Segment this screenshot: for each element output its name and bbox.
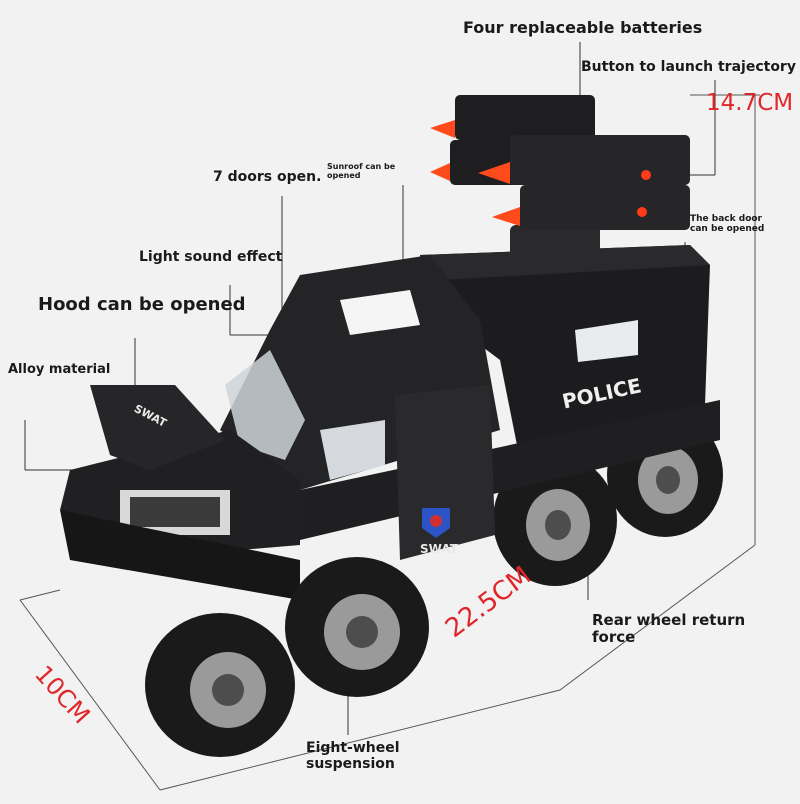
- front-wheels: [145, 557, 429, 757]
- doors-callout: 7 doors open.: [213, 169, 322, 185]
- swat-badge: [422, 508, 450, 538]
- missile-launcher: [430, 95, 690, 265]
- batteries-callout: Four replaceable batteries: [463, 18, 703, 37]
- sunroof-callout: Sunroof can be opened: [327, 162, 396, 181]
- vehicle-body: [60, 245, 720, 600]
- back-door-callout: The back door can be opened: [690, 214, 765, 235]
- dimension-lines: [19, 94, 760, 791]
- swat-door-marking: SWAT: [420, 542, 458, 556]
- height-dimension: 14.7CM: [706, 90, 794, 116]
- alloy-callout: Alloy material: [8, 362, 111, 377]
- hood-callout: Hood can be opened: [38, 294, 246, 315]
- light-sound-callout: Light sound effect: [139, 249, 283, 265]
- eight-wheel-callout: Eight-wheel suspension: [306, 740, 400, 773]
- rear-wheel-callout: Rear wheel return force: [592, 611, 746, 647]
- rear-wheels: [493, 413, 723, 586]
- button-launch-callout: Button to launch trajectory: [581, 59, 796, 75]
